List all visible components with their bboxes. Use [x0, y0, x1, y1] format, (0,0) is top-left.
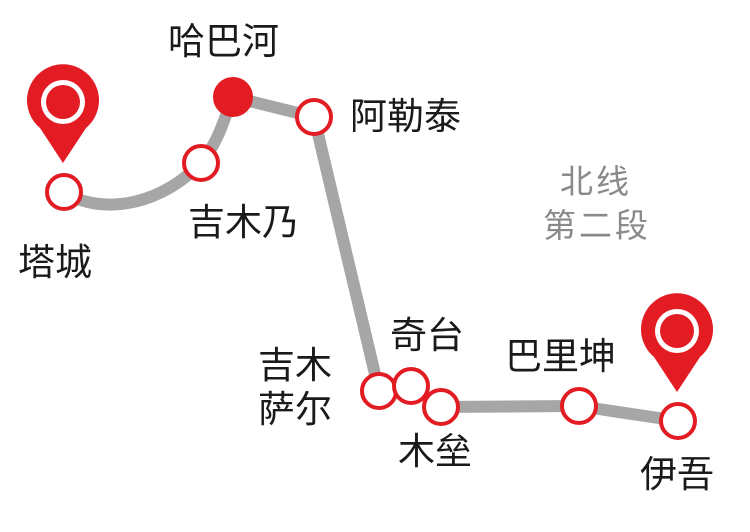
station-label-yiwu: 伊吾 — [640, 453, 714, 496]
station-label-habahe: 哈巴河 — [168, 20, 279, 63]
station-marker-qitai[interactable] — [392, 367, 430, 405]
station-marker-balikun[interactable] — [560, 387, 598, 425]
station-label-tacheng: 塔城 — [18, 241, 92, 284]
station-label-aletai: 阿勒泰 — [350, 95, 461, 138]
station-label-qitai: 奇台 — [390, 314, 464, 357]
end-pin-icon — [640, 293, 713, 392]
station-label-jimunai: 吉木乃 — [188, 201, 299, 244]
section-title-line1: 北线 — [560, 162, 632, 201]
station-marker-tacheng[interactable] — [45, 173, 83, 211]
station-label-jimusar-line2: 萨尔 — [258, 388, 332, 431]
start-pin-icon — [27, 64, 100, 163]
station-label-jimusar-line1: 吉木 — [258, 344, 332, 387]
station-marker-mulei[interactable] — [422, 388, 460, 426]
station-marker-jimunai[interactable] — [182, 144, 220, 182]
section-title-line2: 第二段 — [543, 206, 651, 245]
station-marker-yiwu[interactable] — [659, 402, 697, 440]
station-marker-aletai[interactable] — [295, 98, 333, 136]
station-label-mulei: 木垒 — [398, 430, 472, 473]
station-label-balikun: 巴里坤 — [505, 335, 616, 378]
station-marker-jimusar[interactable] — [360, 372, 398, 410]
station-marker-habahe[interactable] — [213, 77, 253, 117]
